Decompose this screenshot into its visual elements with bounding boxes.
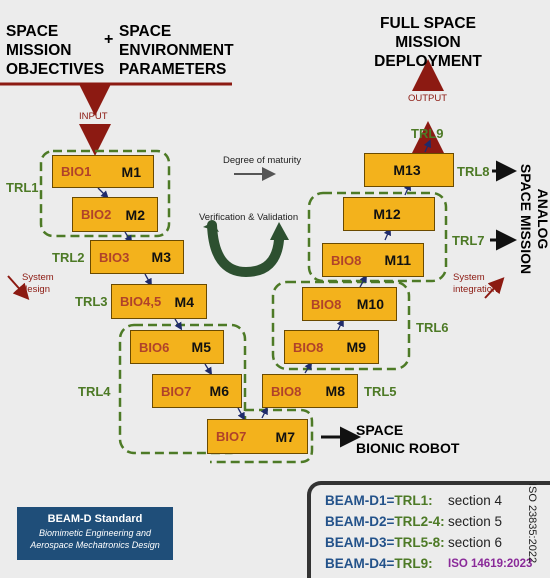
bio-label: BIO7 (161, 383, 192, 399)
block-m11: BIO8 M11 (322, 243, 424, 277)
deployment-header: FULL SPACE MISSION DEPLOYMENT (374, 15, 482, 70)
trl9-label: TRL9 (411, 126, 444, 141)
block-m4: BIO4,5 M4 (111, 284, 207, 319)
legend-row-2: BEAM-D2=TRL2-4: (325, 514, 445, 529)
bio-label: BIO3 (99, 249, 130, 265)
legend-box: BEAM-D1=TRL1: section 4 BEAM-D2=TRL2-4: … (307, 481, 550, 578)
environment-header: SPACE ENVIRONMENT PARAMETERS (119, 23, 234, 78)
block-m2: BIO2 M2 (72, 197, 158, 232)
iso-23835-vertical: ISO 23835:2022 (526, 482, 538, 564)
trl7-label: TRL7 (452, 233, 485, 248)
legend-row-4: BEAM-D4=TRL9: (325, 556, 433, 571)
legend-section-2: section 5 (448, 514, 503, 529)
standard-box: BEAM-D Standard Biomimetic Engineering a… (17, 507, 173, 560)
output-label: OUTPUT (408, 93, 448, 104)
trl6-group (271, 280, 411, 371)
trl7-group (307, 191, 448, 283)
module-label: M1 (121, 163, 141, 180)
trl2-label: TRL2 (52, 250, 85, 265)
module-label: M5 (191, 339, 211, 355)
vv-curved-arrow (207, 220, 284, 278)
bionic-robot-label: SPACE BIONIC ROBOT (356, 422, 460, 456)
vv-label: Verification & Validation (199, 212, 299, 223)
legend-iso-14619: ISO 14619:2023 (448, 558, 533, 570)
maturity-label: Degree of maturity (223, 155, 302, 166)
trl1-label: TRL1 (6, 180, 39, 195)
trl1-group (39, 149, 171, 238)
block-m1: BIO1 M1 (52, 155, 154, 188)
legend-section-1: section 4 (448, 493, 503, 508)
bio-label: BIO1 (61, 164, 92, 179)
trl4-group (118, 323, 247, 455)
bio-label: BIO2 (81, 207, 112, 222)
module-label: M8 (325, 383, 345, 399)
block-m6: BIO7 M6 (152, 374, 242, 408)
system-integration-label: System integration (453, 272, 498, 295)
block-m12: M12 (343, 197, 435, 231)
trl8-label: TRL8 (457, 164, 490, 179)
trl5-label: TRL5 (364, 384, 397, 399)
block-m5: BIO6 M5 (130, 330, 224, 364)
standard-title: BEAM-D Standard (47, 513, 143, 525)
module-label: M3 (151, 249, 171, 265)
bio-label: BIO6 (139, 339, 170, 355)
bio-label: BIO7 (216, 429, 247, 444)
input-label: INPUT (79, 111, 108, 122)
trl3-label: TRL3 (75, 294, 108, 309)
trl6-label: TRL6 (416, 320, 449, 335)
module-label: M13 (393, 162, 421, 178)
system-design-label: System design (22, 272, 54, 295)
trl4-label: TRL4 (78, 384, 111, 399)
block-m7: BIO7 M7 (207, 419, 308, 454)
system-design-arrow (7, 275, 30, 300)
block-m10: BIO8 M10 (302, 287, 397, 321)
analog-mission-label: ANALOG SPACE MISSION (518, 163, 550, 275)
module-label: M11 (384, 252, 411, 268)
system-integration-arrow (484, 277, 505, 299)
block-m8: BIO8 M8 (262, 374, 358, 408)
block-m13: M13 (364, 153, 454, 187)
bio-label: BIO8 (271, 383, 302, 399)
module-label: M6 (209, 383, 229, 399)
standard-subtitle: Biomimetic Engineering and Aerospace Mec… (30, 528, 160, 550)
module-label: M9 (346, 339, 366, 355)
legend-row-1: BEAM-D1=TRL1: (325, 493, 433, 508)
trl4-group-extension (210, 408, 314, 464)
bio-label: BIO4,5 (120, 294, 162, 309)
bio-label: BIO8 (331, 252, 362, 268)
module-label: M10 (356, 296, 384, 312)
bio-label: BIO8 (293, 339, 324, 355)
block-m9: BIO8 M9 (284, 330, 379, 364)
module-label: M7 (275, 428, 295, 445)
legend-row-3: BEAM-D3=TRL5-8: (325, 535, 445, 550)
plus-sign: + (104, 31, 114, 48)
objectives-header: SPACE MISSION OBJECTIVES (6, 23, 105, 78)
bio-label: BIO8 (311, 296, 342, 312)
module-label: M12 (373, 206, 401, 222)
block-m3: BIO3 M3 (90, 240, 184, 274)
module-label: M2 (125, 206, 145, 223)
legend-section-3: section 6 (448, 535, 503, 550)
module-label: M4 (174, 293, 194, 310)
